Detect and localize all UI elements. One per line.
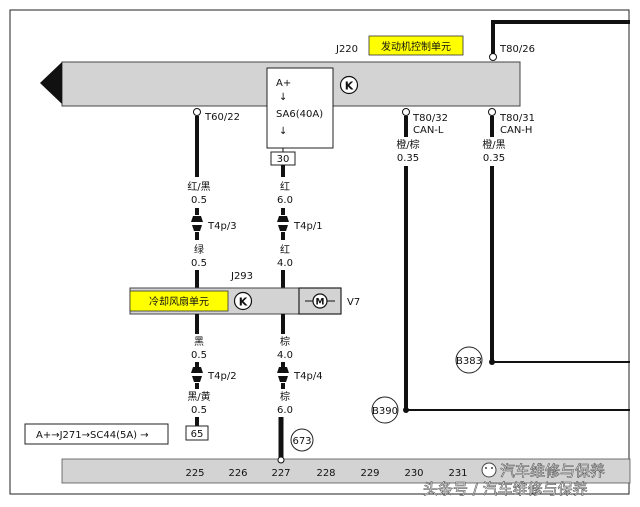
splice-dot: [489, 359, 495, 365]
ecu-code: J220: [335, 44, 358, 55]
grid-number: 229: [360, 468, 379, 479]
connector-icon: [192, 376, 202, 382]
connector-icon: [277, 367, 289, 373]
grid-number: 228: [316, 468, 335, 479]
wire-size-label: 0.35: [397, 153, 419, 164]
grid-reference-bar: [61, 458, 631, 484]
wire-color-label: 棕: [280, 390, 290, 403]
wire-top-feed: [491, 20, 630, 57]
connector-icon: [191, 367, 203, 373]
pin-label-t60-22: T60/22: [204, 112, 240, 123]
wire-size-label: 0.5: [191, 195, 207, 206]
supply-note: A+→J271→SC44(5A) →: [36, 430, 149, 441]
ground-point-label-673: 673: [292, 436, 311, 447]
splice-label-b383: B383: [456, 356, 482, 367]
watermark-top: 汽车维修与保养: [500, 462, 605, 480]
connector-icon: [277, 216, 289, 222]
pin-t60-22: [193, 108, 201, 116]
k-line-icon: [233, 291, 253, 311]
pin-label-t80-31: T80/31: [499, 113, 535, 124]
connector-label: T4p/1: [293, 221, 323, 232]
wire-size-label: 4.0: [277, 258, 293, 269]
connector-label: T4p/2: [207, 371, 237, 382]
fan-motor-code: V7: [347, 297, 360, 308]
bus-junction: [277, 456, 285, 464]
connector-icon: [278, 376, 288, 382]
watermark: 汽车维修与保养 头条号 / 汽车维修与保养: [423, 462, 606, 499]
wire-color-label: 红/黑: [187, 180, 210, 193]
watermark-chat-icon-dot: [485, 467, 487, 469]
watermark-bottom: 头条号 / 汽车维修与保养: [423, 480, 588, 498]
k-line-icon-letter: K: [239, 296, 248, 309]
terminal-box-65: [185, 425, 209, 441]
connector-icon: [278, 225, 288, 231]
fuse-label: SA6(40A): [276, 109, 323, 120]
wire-size-label: 0.5: [191, 405, 207, 416]
grid-number: 230: [404, 468, 423, 479]
pin-t80-31: [488, 108, 496, 116]
wire-size-label: 6.0: [277, 195, 293, 206]
terminal-label-30: 30: [277, 154, 290, 165]
connector-label: T4p/4: [293, 371, 323, 382]
pin-label-t80-32: T80/32: [412, 113, 448, 124]
wire-color-label: 黑/黄: [187, 390, 210, 403]
ecu-name: 发动机控制单元: [381, 40, 451, 53]
grid-number: 231: [448, 468, 467, 479]
wire-size-label: 0.5: [191, 350, 207, 361]
diagram-frame: [9, 9, 630, 495]
fan-unit-name-box: [129, 290, 229, 312]
wire-color-label: 绿: [194, 243, 204, 256]
splice-dot: [403, 407, 409, 413]
fan-unit-name: 冷却风扇单元: [149, 295, 209, 308]
pin-t80-32: [402, 108, 410, 116]
grid-number: 226: [228, 468, 247, 479]
k-line-icon: [339, 75, 359, 95]
wire-color-label: 棕: [280, 335, 290, 348]
wire-size-label: 6.0: [277, 405, 293, 416]
ecu-continuation-arrow: [40, 62, 62, 104]
connector-label: T4p/3: [207, 221, 237, 232]
ground-point-673: [290, 428, 314, 452]
grid-number: 227: [271, 468, 290, 479]
pin-t80-26: [489, 53, 497, 61]
watermark-chat-icon-dot: [491, 467, 493, 469]
terminal-label-65: 65: [191, 429, 204, 440]
wire-color-label: 黑: [194, 336, 204, 348]
wire-color-label: 橙/棕: [396, 138, 419, 151]
pin-signal-can-h: CAN-H: [500, 125, 532, 136]
down-arrow-icon: ↓: [279, 126, 287, 137]
motor-icon-letter: M: [316, 298, 325, 308]
connector-icon: [191, 216, 203, 222]
wire-size-label: 0.35: [483, 153, 505, 164]
pin-label-t80-26: T80/26: [499, 44, 535, 55]
ecu-name-box: [368, 35, 464, 56]
supply-note-box: [24, 423, 169, 445]
splice-label-b390: B390: [372, 406, 398, 417]
wire-color-label: 红: [280, 180, 290, 193]
splice-b390: [371, 396, 399, 424]
fan-unit-code: J293: [230, 271, 253, 282]
fuse-supply-label: A+: [276, 78, 291, 89]
wire-size-label: 0.5: [191, 258, 207, 269]
down-arrow-icon: ↓: [279, 92, 287, 103]
pin-signal-can-l: CAN-L: [413, 125, 444, 136]
wire-color-label: 橙/黑: [482, 138, 505, 151]
internal-fuse-box: [266, 67, 334, 149]
wire-size-label: 4.0: [277, 350, 293, 361]
wire-color-label: 红: [280, 243, 290, 256]
splice-b383: [455, 346, 483, 374]
watermark-chat-icon: [481, 462, 497, 478]
k-line-icon-letter: K: [345, 80, 354, 93]
connector-icon: [192, 225, 202, 231]
grid-number: 225: [185, 468, 204, 479]
